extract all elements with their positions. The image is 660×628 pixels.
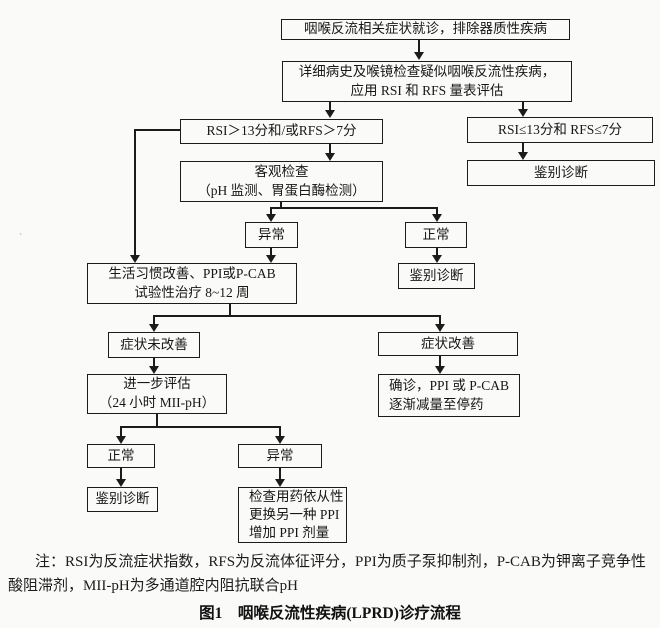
connector-trial-split-hline	[153, 315, 441, 317]
connector-assess-rsipos-arrowhead	[325, 110, 335, 118]
connector-objective-normal1-line	[436, 207, 438, 214]
connector-abnormal2-check-line	[279, 468, 281, 479]
connector-trial-split-stem	[229, 304, 231, 317]
node-further-evaluation: 进一步评估 （24 小时 MII-pH）	[87, 374, 227, 414]
node-abnormal-1: 异常	[245, 222, 298, 248]
figure-caption: 图1 咽喉反流性疾病(LPRD)诊疗流程	[199, 605, 461, 622]
connector-start-assess-arrowhead	[414, 52, 424, 60]
connector-normal2-dd3-line	[120, 468, 122, 479]
connector-notimproved-further-arrowhead	[149, 366, 159, 374]
connector-normal2-dd3-arrowhead	[116, 479, 126, 487]
node-rsi-negative: RSI≤13分和 RFS≤7分	[467, 117, 653, 143]
figure-note: 注：RSI为反流症状指数，RFS为反流体征评分，PPI为质子泵抑制剂，P-CAB…	[8, 554, 646, 595]
node-normal-2: 正常	[87, 444, 155, 468]
connector-objective-split-hline	[270, 207, 438, 209]
connector-objective-abnormal1-line	[270, 207, 272, 214]
node-symptoms-not-improved: 症状未改善	[108, 332, 200, 358]
connector-assess-rsipos-line	[329, 101, 331, 111]
connector-further-split-hline	[120, 426, 281, 428]
node-symptoms-improved: 症状改善	[378, 332, 518, 356]
connector-objective-normal1-arrowhead	[432, 214, 442, 222]
connector-rsipos-trial-vline	[134, 129, 136, 255]
node-normal-1: 正常	[405, 222, 467, 248]
node-check-compliance: 检查用药依从性 更换另一种 PPI 增加 PPI 剂量	[238, 487, 347, 543]
connector-trial-notimproved-arrowhead	[149, 324, 159, 332]
scan-artifact: ˴	[19, 228, 23, 239]
connector-improved-confirmed-line	[439, 356, 441, 366]
connector-start-assess-line	[418, 40, 420, 53]
node-confirmed-treatment: 确诊，PPI 或 P-CAB 逐渐减量至停药	[378, 374, 520, 417]
connector-rsineg-dd1-arrowhead	[518, 152, 528, 160]
connector-abnormal1-trial-arrowhead	[266, 255, 276, 263]
connector-further-normal2-arrowhead	[116, 436, 126, 444]
connector-trial-improved-line	[439, 315, 441, 324]
node-differential-diagnosis-2: 鉴别诊断	[398, 263, 475, 289]
node-start: 咽喉反流相关症状就诊，排除器质性疾病	[281, 19, 570, 40]
connector-normal1-dd2-arrowhead	[432, 255, 442, 263]
connector-objective-abnormal1-arrowhead	[266, 214, 276, 222]
node-differential-diagnosis-3: 鉴别诊断	[87, 487, 158, 512]
node-trial-treatment: 生活习惯改善、PPI或P-CAB 试验性治疗 8~12 周	[87, 263, 297, 304]
connector-further-abnormal2-line	[279, 426, 281, 436]
connector-rsipos-objective-arrowhead	[325, 153, 335, 161]
node-abnormal-2: 异常	[238, 444, 322, 468]
connector-improved-confirmed-arrowhead	[435, 366, 445, 374]
connector-normal1-dd2-line	[436, 248, 438, 256]
connector-rsipos-trial-arrowhead	[130, 255, 140, 263]
connector-further-split-stem	[156, 414, 158, 427]
node-rsi-positive: RSI＞13分和/或RFS＞7分	[180, 119, 383, 144]
connector-assess-rsineg-arrowhead	[518, 109, 528, 117]
connector-rsipos-objective-line	[329, 144, 331, 154]
connector-further-abnormal2-arrowhead	[275, 436, 285, 444]
connector-abnormal2-check-arrowhead	[275, 479, 285, 487]
connector-rsineg-dd1-line	[522, 143, 524, 153]
connector-rsipos-trial-hline	[134, 129, 180, 131]
connector-notimproved-further-line	[153, 358, 155, 366]
node-history-assessment: 详细病史及喉镜检查疑似咽喉反流性疾病， 应用 RSI 和 RFS 量表评估	[282, 61, 572, 102]
connector-assess-rsineg-line	[522, 101, 524, 110]
connector-abnormal1-trial-line	[270, 248, 272, 255]
node-differential-diagnosis-1: 鉴别诊断	[467, 160, 655, 186]
connector-further-normal2-line	[120, 426, 122, 436]
connector-objective-split-stem	[280, 202, 282, 209]
connector-trial-notimproved-line	[153, 315, 155, 324]
connector-trial-improved-arrowhead	[435, 324, 445, 332]
node-objective-exam: 客观检查 （pH 监测、胃蛋白酶检测）	[180, 161, 383, 202]
